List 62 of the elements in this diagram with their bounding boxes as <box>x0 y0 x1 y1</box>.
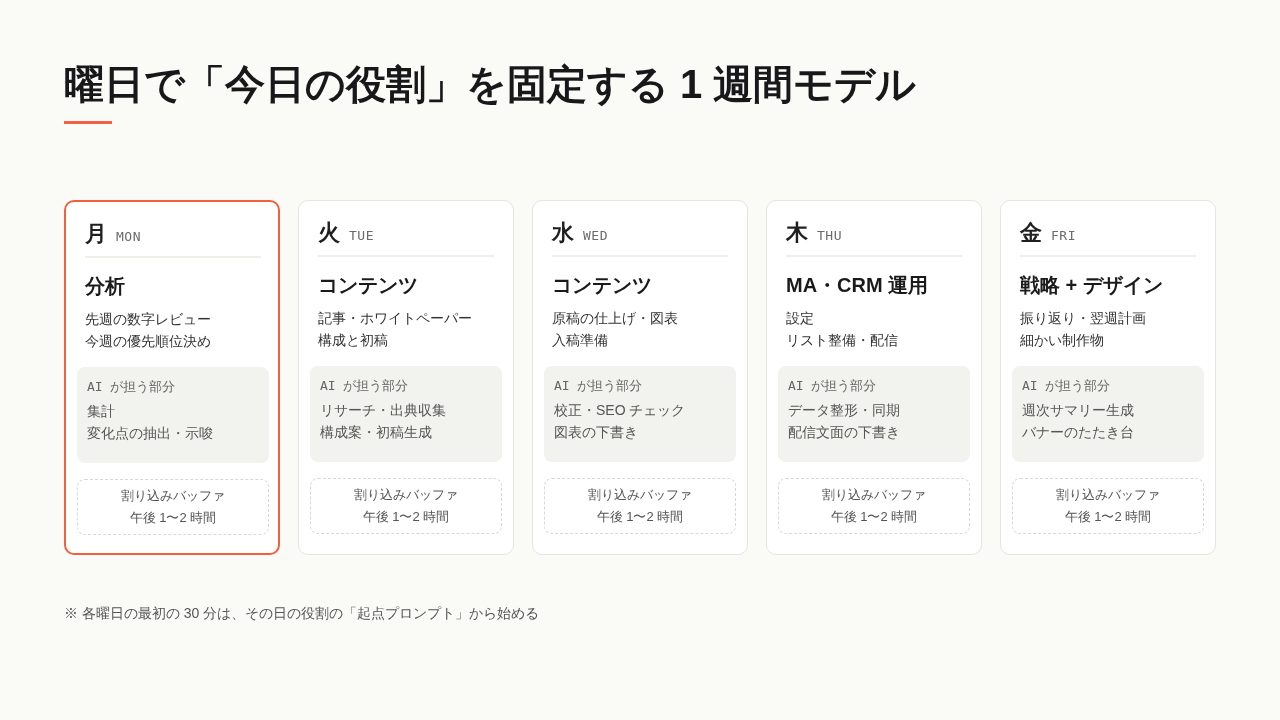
ai-task-text: 構成案・初稿生成 <box>320 423 432 442</box>
weekday-abbreviation: WED <box>583 228 608 243</box>
ai-task-text: データ整形・同期 <box>788 401 900 420</box>
task-text: 今週の優先順位決め <box>85 332 211 351</box>
buffer-text: 午後 1〜2 時間 <box>361 507 451 526</box>
ai-task-text: 週次サマリー生成 <box>1022 401 1134 420</box>
buffer-text: 割り込みバッファ <box>821 485 927 504</box>
ai-task-text: リサーチ・出典収集 <box>320 401 446 420</box>
ai-task-text: 集計 <box>87 402 115 421</box>
ai-task-text: バナーのたたき台 <box>1022 423 1134 442</box>
buffer-text: 割り込みバッファ <box>353 485 459 504</box>
buffer-box <box>310 478 502 534</box>
role-title: コンテンツ <box>318 273 418 298</box>
buffer-text: 割り込みバッファ <box>587 485 693 504</box>
buffer-box <box>77 479 269 535</box>
task-text: 細かい制作物 <box>1020 331 1104 350</box>
weekday-abbreviation: FRI <box>1051 228 1076 243</box>
role-title: 分析 <box>85 274 125 299</box>
weekday-label: 月 <box>85 220 107 248</box>
weekday-label: 火 <box>318 219 340 247</box>
panel-heading: AI が担う部分 <box>1022 377 1111 395</box>
ai-task-text: 配信文面の下書き <box>788 423 900 442</box>
role-title: 戦略 + デザイン <box>1020 273 1163 298</box>
buffer-box <box>1012 478 1204 534</box>
buffer-text: 午後 1〜2 時間 <box>829 507 919 526</box>
buffer-box <box>778 478 970 534</box>
buffer-box <box>544 478 736 534</box>
task-text: 構成と初稿 <box>318 331 388 350</box>
buffer-text: 午後 1〜2 時間 <box>1063 507 1153 526</box>
buffer-text: 午後 1〜2 時間 <box>595 507 685 526</box>
footnote-text: ※ 各曜日の最初の 30 分は、その日の役割の「起点プロンプト」から始める <box>64 604 540 623</box>
buffer-text: 割り込みバッファ <box>1055 485 1161 504</box>
task-text: 記事・ホワイトペーパー <box>318 309 472 328</box>
weekday-abbreviation: THU <box>817 228 842 243</box>
buffer-text: 午後 1〜2 時間 <box>128 508 218 527</box>
panel-heading: AI が担う部分 <box>788 377 877 395</box>
task-text: 入稿準備 <box>552 331 608 350</box>
panel-heading: AI が担う部分 <box>320 377 409 395</box>
weekday-label: 金 <box>1020 219 1042 247</box>
weekday-label: 木 <box>786 219 808 247</box>
role-title: MA・CRM 運用 <box>786 273 929 298</box>
panel-heading: AI が担う部分 <box>554 377 643 395</box>
page-title: 曜日で「今日の役割」を固定する 1 週間モデル <box>64 61 917 108</box>
ai-task-text: 校正・SEO チェック <box>554 401 686 420</box>
task-text: 振り返り・翌週計画 <box>1020 309 1146 328</box>
day-card <box>1000 200 1216 555</box>
ai-task-text: 図表の下書き <box>554 423 638 442</box>
weekday-abbreviation: MON <box>116 229 141 244</box>
day-card <box>532 200 748 555</box>
buffer-text: 割り込みバッファ <box>120 486 226 505</box>
weekday-label: 水 <box>552 219 574 247</box>
role-title: コンテンツ <box>552 273 652 298</box>
day-card <box>298 200 514 555</box>
day-card <box>64 200 280 555</box>
panel-heading: AI が担う部分 <box>87 378 176 396</box>
task-text: 先週の数字レビュー <box>85 310 211 329</box>
task-text: リスト整備・配信 <box>786 331 898 350</box>
weekday-abbreviation: TUE <box>349 228 374 243</box>
task-text: 原稿の仕上げ・図表 <box>552 309 678 328</box>
task-text: 設定 <box>786 309 814 328</box>
day-card <box>766 200 982 555</box>
ai-task-text: 変化点の抽出・示唆 <box>87 424 213 443</box>
